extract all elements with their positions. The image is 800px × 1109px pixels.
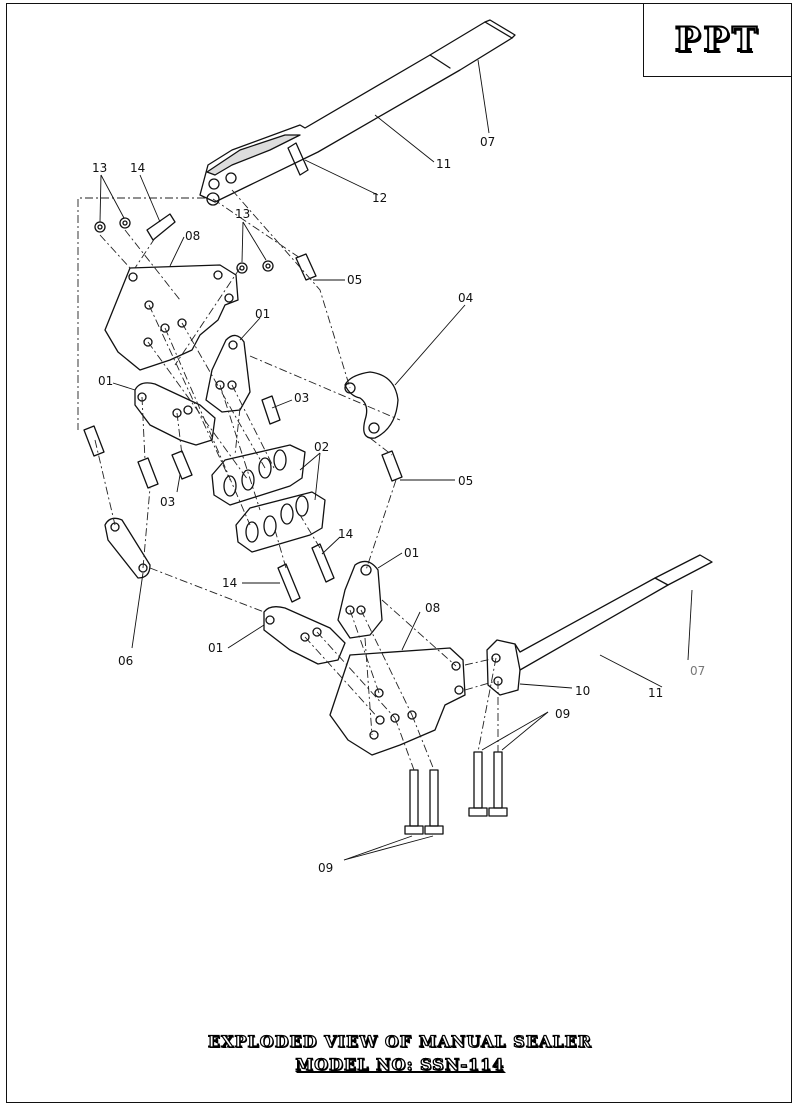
lower-plate	[329, 647, 466, 756]
sealing-jaw-upper	[211, 444, 306, 506]
callout-10: 10	[575, 684, 590, 698]
link-upper-right	[205, 334, 251, 413]
callout-labels: 13 14 08 13 05 01 04 01 03 02 05 03 14 0…	[92, 135, 705, 875]
callout-14-top: 14	[130, 161, 145, 175]
lower-handle	[486, 554, 713, 696]
callout-08-lower: 08	[425, 601, 440, 615]
cam-part	[344, 371, 399, 439]
callout-05-top: 05	[347, 273, 362, 287]
callout-03-left: 03	[160, 495, 175, 509]
callout-06: 06	[118, 654, 133, 668]
callout-09-left: 09	[318, 861, 333, 875]
callout-09-right: 09	[555, 707, 570, 721]
callout-07-lower: 07	[690, 664, 705, 678]
callout-08-top: 08	[185, 229, 200, 243]
logo-box: PPT	[643, 3, 792, 77]
drawing-title: EXPLODED VIEW OF MANUAL SEALER	[207, 1031, 593, 1051]
link-upper-left	[134, 382, 216, 446]
upper-plate	[104, 264, 239, 371]
callout-13-left: 13	[92, 161, 107, 175]
assembly-lines	[77, 189, 499, 771]
bolts	[404, 751, 508, 835]
callout-14-lower: 14	[222, 576, 237, 590]
link-lower-right	[337, 560, 383, 639]
callout-04: 04	[458, 291, 473, 305]
callout-11-lower: 11	[648, 686, 663, 700]
link-lower-left	[263, 606, 346, 665]
callout-01-lower-right: 01	[404, 546, 419, 560]
callout-03-right: 03	[294, 391, 309, 405]
sealing-jaw-lower	[235, 491, 326, 553]
upper-handle	[199, 19, 516, 206]
callout-01-lower-left: 01	[208, 641, 223, 655]
drawing-frame	[6, 3, 792, 1103]
callout-01-upper-right: 01	[255, 307, 270, 321]
model-number: MODEL NO: SSN-114	[295, 1054, 505, 1074]
nuts	[94, 217, 274, 274]
callout-02: 02	[314, 440, 329, 454]
callout-11-upper: 11	[436, 157, 451, 171]
logo-text: PPT	[674, 19, 761, 61]
leader-lines	[99, 59, 693, 861]
callout-05-lower: 05	[458, 474, 473, 488]
callout-13-right: 13	[235, 207, 250, 221]
callout-12: 12	[372, 191, 387, 205]
callout-01-upper-left: 01	[98, 374, 113, 388]
link-06	[104, 517, 151, 579]
callout-14-mid: 14	[338, 527, 353, 541]
callout-07-upper: 07	[480, 135, 495, 149]
